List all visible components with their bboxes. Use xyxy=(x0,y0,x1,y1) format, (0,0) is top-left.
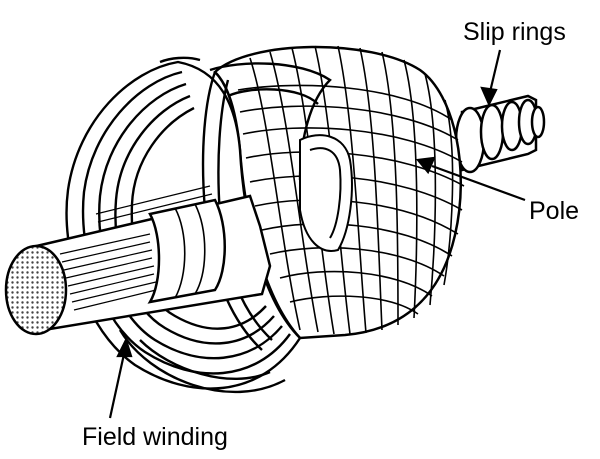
slip-ring-2 xyxy=(479,103,505,161)
shaft xyxy=(4,185,272,336)
field-winding-label: Field winding xyxy=(82,423,228,451)
shaft-end-face xyxy=(4,244,68,336)
arrow-field-head xyxy=(116,337,133,358)
lamination-lines xyxy=(237,45,465,335)
slip-rings xyxy=(454,94,546,174)
pole-label: Pole xyxy=(529,197,580,225)
arrow-slip-rings-line xyxy=(488,49,502,93)
arrow-field-line xyxy=(108,353,126,419)
arrow-pole-head xyxy=(415,156,436,175)
arrow-pole-line xyxy=(431,164,526,202)
shaft-collar xyxy=(147,198,226,304)
arrow-slip-rings-head xyxy=(480,86,498,107)
pole-shoe xyxy=(299,134,353,252)
shaft-right-end xyxy=(530,105,546,139)
slip-rings-label: Slip rings xyxy=(463,18,566,46)
shaft-hatching xyxy=(59,185,213,311)
callout-arrows xyxy=(108,49,526,419)
